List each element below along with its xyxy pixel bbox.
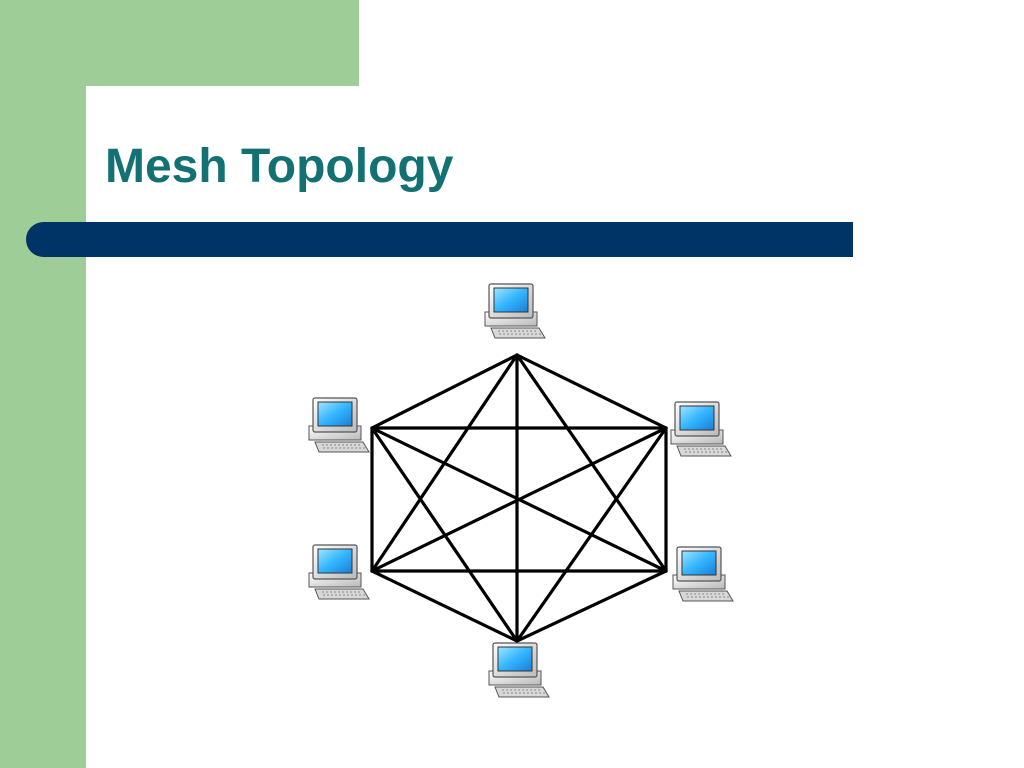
mesh-connections [370,353,668,643]
slide-title: Mesh Topology [105,140,454,193]
background-band-top [0,0,359,86]
mesh-link [515,426,668,643]
title-accent-bar [26,222,853,257]
mesh-link [515,569,668,643]
mesh-link [515,353,668,430]
computer-top-computer-icon [484,283,546,339]
computer-upper-right-computer-icon [670,401,732,457]
background-band-left [0,0,86,768]
computer-upper-left-computer-icon [308,397,370,453]
computer-lower-right-computer-icon [672,546,734,602]
computer-lower-left-computer-icon [308,544,370,600]
mesh-link [370,426,668,573]
mesh-link [370,353,519,430]
computer-bottom-computer-icon [488,642,550,698]
mesh-link [370,569,519,643]
